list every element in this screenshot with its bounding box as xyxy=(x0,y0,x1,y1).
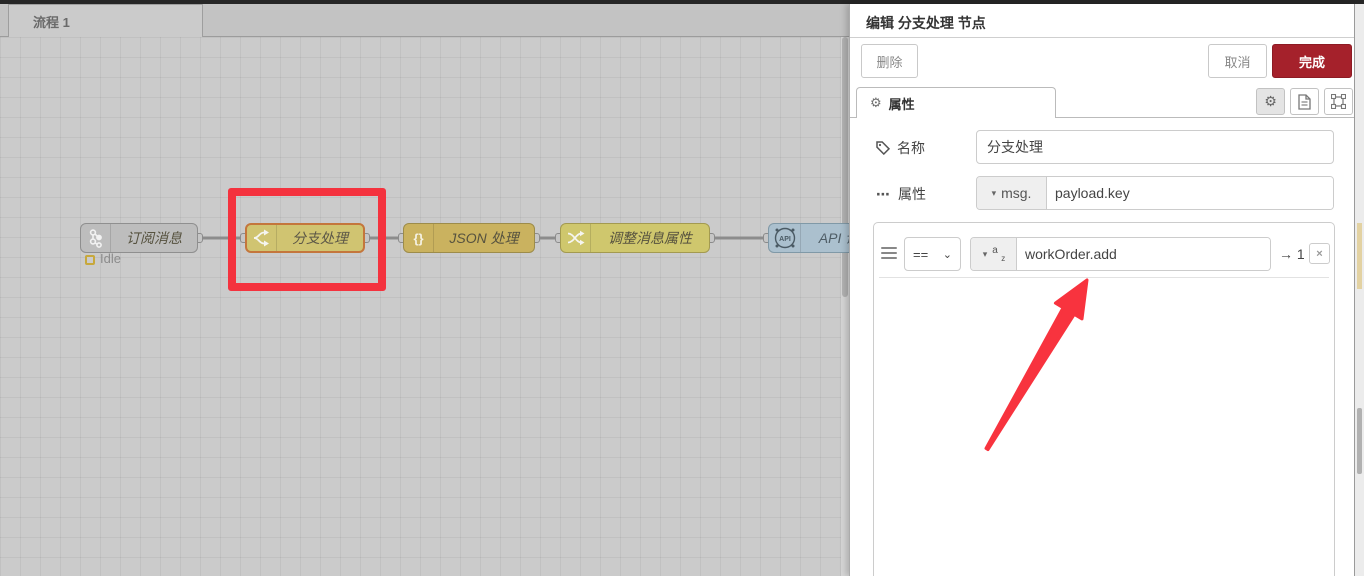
rule-output-label: → 1 xyxy=(1279,246,1305,262)
cancel-button[interactable]: 取消 xyxy=(1208,44,1267,78)
json-braces-icon: {} xyxy=(404,224,434,252)
rule-operator-value: == xyxy=(913,246,929,262)
tab-properties[interactable]: ⚙ 属性 xyxy=(856,87,1056,118)
rule-value-input[interactable] xyxy=(1017,238,1270,270)
tag-icon xyxy=(876,141,890,155)
node-status-text: Idle xyxy=(100,251,121,266)
edit-tray: 编辑 分支处理 节点 删除 取消 完成 ⚙ 属性 ⚙ xyxy=(849,4,1354,576)
canvas-scrollbar[interactable] xyxy=(841,37,849,576)
gear-icon: ⚙ xyxy=(870,95,882,110)
node-status-dot xyxy=(85,255,95,265)
property-field-label: ⋯ 属性 xyxy=(876,185,926,203)
flow-tab-label: 流程 1 xyxy=(33,14,70,30)
property-typed-input: ▾ msg. xyxy=(976,176,1334,210)
node-label: 分支处理 xyxy=(292,230,348,246)
node-change[interactable]: 调整消息属性 xyxy=(560,223,710,253)
tray-header-divider xyxy=(850,37,1354,38)
chevron-down-icon: ▾ xyxy=(991,187,997,198)
api-stamp-icon: API xyxy=(769,224,801,252)
node-label: JSON 处理 xyxy=(449,230,519,246)
workspace-tabbar: 流程 1 xyxy=(0,4,849,37)
name-field-label: 名称 xyxy=(876,138,925,158)
chevron-down-icon: ▾ xyxy=(982,248,988,259)
description-view-button[interactable] xyxy=(1290,88,1319,115)
shuffle-icon xyxy=(561,224,591,252)
annotation-arrow xyxy=(984,278,1089,452)
canvas-scrollbar-thumb[interactable] xyxy=(842,37,848,297)
properties-view-button[interactable]: ⚙ xyxy=(1256,88,1285,115)
sidebar-scrollbar-thumb[interactable] xyxy=(1357,408,1362,474)
annotation-highlight-box xyxy=(228,188,386,291)
appearance-view-button[interactable] xyxy=(1324,88,1353,115)
wires-layer xyxy=(198,236,768,240)
property-type-selector[interactable]: ▾ msg. xyxy=(977,177,1047,209)
rule-remove-button[interactable]: × xyxy=(1309,243,1330,264)
property-type-label: msg. xyxy=(1001,185,1032,201)
sidebar-node-sliver xyxy=(1357,223,1362,289)
gear-icon: ⚙ xyxy=(1264,93,1277,109)
selection-frame-icon xyxy=(1331,94,1346,109)
tab-row-divider xyxy=(850,117,1354,118)
flow-tab[interactable]: 流程 1 xyxy=(8,4,203,37)
rule-operator-select[interactable]: == ⌄ xyxy=(904,237,961,271)
flow-canvas[interactable] xyxy=(0,37,849,576)
property-input[interactable] xyxy=(1047,177,1333,209)
chevron-down-icon: ⌄ xyxy=(942,248,952,261)
node-json[interactable]: {} JSON 处理 xyxy=(403,223,535,253)
svg-text:API: API xyxy=(779,236,791,243)
document-icon xyxy=(1298,93,1311,110)
top-border-strip xyxy=(0,0,1364,4)
switch-branch-icon xyxy=(247,225,277,251)
node-switch[interactable]: 分支处理 xyxy=(245,223,365,253)
node-label: 调整消息属性 xyxy=(608,230,692,246)
node-label: 订阅消息 xyxy=(126,230,182,246)
name-input[interactable] xyxy=(976,130,1334,164)
tray-title: 编辑 分支处理 节点 xyxy=(866,15,986,31)
right-edge-panel xyxy=(1354,4,1364,576)
delete-button[interactable]: 删除 xyxy=(861,44,918,78)
rule-separator xyxy=(879,277,1329,278)
rules-container xyxy=(873,222,1335,576)
node-subscribe-message[interactable]: 订阅消息 xyxy=(80,223,198,253)
tab-properties-label: 属性 xyxy=(888,96,915,112)
subscribe-network-icon xyxy=(81,224,111,252)
done-button[interactable]: 完成 xyxy=(1272,44,1352,78)
close-icon: × xyxy=(1316,247,1323,260)
rule-drag-handle[interactable] xyxy=(881,247,897,259)
ellipsis-icon: ⋯ xyxy=(876,185,891,202)
